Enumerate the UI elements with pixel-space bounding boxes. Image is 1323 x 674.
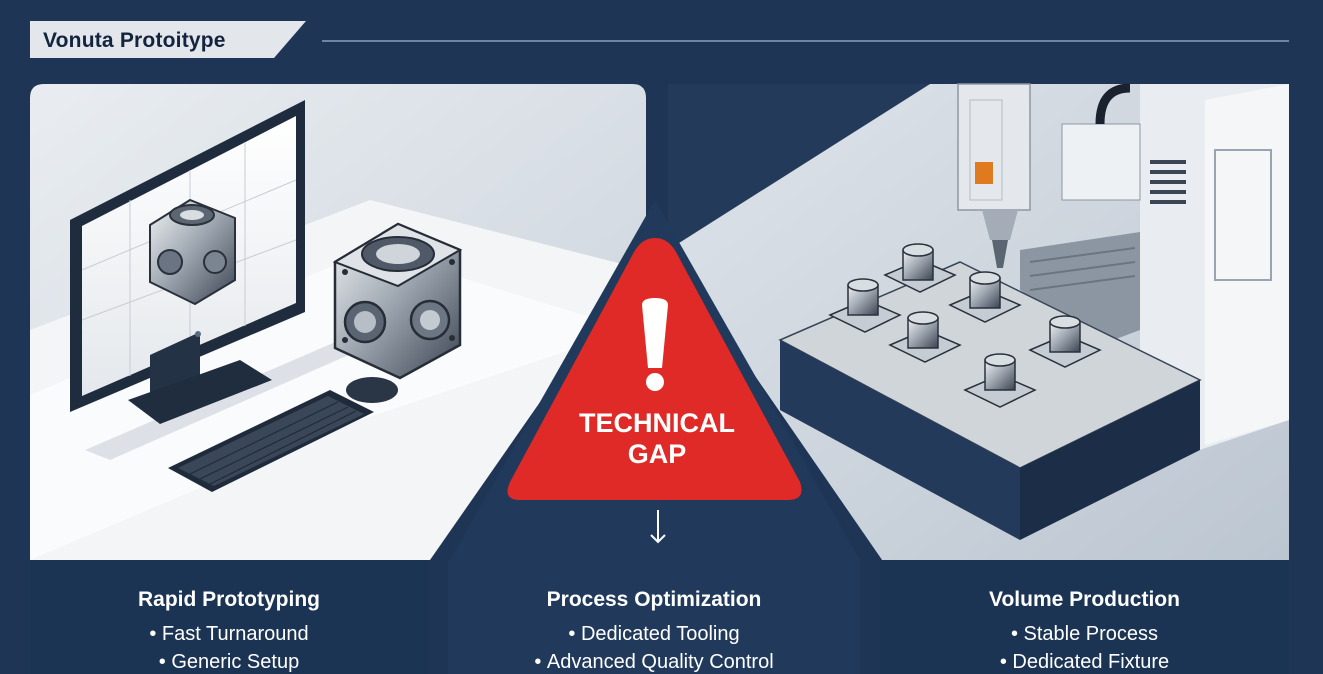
- stage-bullet-list: Dedicated Tooling Advanced Quality Contr…: [448, 620, 860, 674]
- mouse-icon: [346, 377, 398, 403]
- stage-bullet: Fast Turnaround: [30, 620, 428, 648]
- stage-bullet: Generic Setup: [30, 648, 428, 674]
- page-title: Vonuta Protoitype: [43, 29, 226, 52]
- prototyping-illustration: [30, 84, 646, 560]
- stage-bullet-list: Fast Turnaround Generic Setup: [30, 620, 428, 674]
- arrow-down-icon: [650, 510, 666, 544]
- stage-title: Rapid Prototyping: [138, 588, 320, 611]
- stage-title: Volume Production: [989, 588, 1180, 611]
- header-tag: Vonuta Protoitype: [30, 21, 306, 58]
- production-illustration: [668, 83, 1289, 560]
- exclamation-icon: [642, 298, 668, 391]
- stage-bullet: Dedicated Fixture: [880, 648, 1289, 674]
- stage-bullet: Stable Process: [880, 620, 1289, 648]
- illustration-scene: [30, 83, 1289, 560]
- stage-title: Process Optimization: [546, 588, 762, 611]
- stage-bullet: Dedicated Tooling: [448, 620, 860, 648]
- keyboard-icon: [168, 390, 374, 492]
- stage-bullet-list: Stable Process Dedicated Fixture: [880, 620, 1289, 674]
- fixture-parts: [828, 243, 1102, 408]
- stage-bullet: Advanced Quality Control: [448, 648, 860, 674]
- stage-panel-optimization: Process Optimization Dedicated Tooling A…: [448, 560, 860, 674]
- warning-triangle: [507, 238, 802, 500]
- prototype-part: [332, 222, 463, 380]
- cad-part-on-screen: [149, 198, 236, 306]
- header-divider: [322, 40, 1289, 42]
- stage-panel-production: Volume Production Stable Process Dedicat…: [880, 560, 1289, 674]
- header-tag-shape: [30, 21, 306, 58]
- stage-panel-prototyping: Rapid Prototyping Fast Turnaround Generi…: [30, 560, 428, 674]
